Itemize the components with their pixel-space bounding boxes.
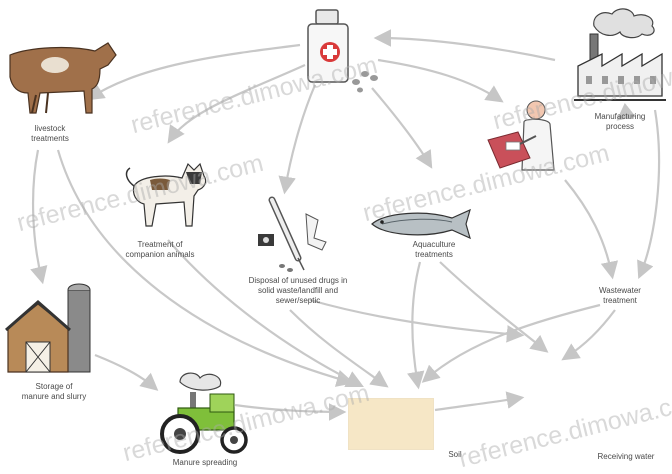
arrow-field-to-soil (234, 403, 347, 421)
arrow-drug-to-pets (167, 63, 306, 144)
arrow-aquaculture-to-water (439, 261, 549, 353)
arrow-livestock-to-manure (30, 149, 48, 285)
soil-box (348, 398, 434, 450)
arrow-drug-to-manufacturing (377, 58, 504, 103)
arrow-livestock-to-soil (56, 149, 355, 387)
arrow-manufacturing-to-wastewater (564, 179, 619, 280)
arrow-manure-to-field (94, 353, 159, 391)
arrow-drug-to-livestock (86, 43, 301, 101)
arrow-factory-to-manufacturing (616, 102, 636, 121)
arrow-pets-to-soil (167, 239, 364, 387)
factory-icon (574, 8, 666, 101)
barn-icon (5, 283, 91, 373)
arrow-soil-to-water (434, 391, 525, 412)
arrow-factory-to-drug (373, 29, 556, 62)
pharmacist-icon (487, 100, 555, 171)
arrow-disposal-to-water (309, 298, 525, 343)
arrow-aquaculture-to-soil (407, 261, 425, 390)
dog-icon (125, 162, 207, 227)
arrow-wastewater-to-water (561, 309, 616, 361)
arrow-disposal-to-soil (289, 309, 389, 388)
label-soil: Soil (448, 450, 462, 459)
arrow-factory-to-wastewater (637, 109, 661, 280)
label-receiving-water: Receiving water (597, 452, 655, 461)
arrow-drug-to-disposal (278, 84, 317, 195)
tractor-icon (160, 372, 248, 454)
label-manure-spreading: Manure spreading (172, 458, 238, 467)
fish-icon (371, 208, 471, 240)
cow-icon (9, 42, 117, 114)
arrow-drug-to-aquaculture (371, 87, 433, 169)
medicine-bottle-icon (307, 9, 378, 93)
syringe-icon (258, 196, 327, 272)
arrow-wastewater-to-soil (421, 303, 601, 383)
